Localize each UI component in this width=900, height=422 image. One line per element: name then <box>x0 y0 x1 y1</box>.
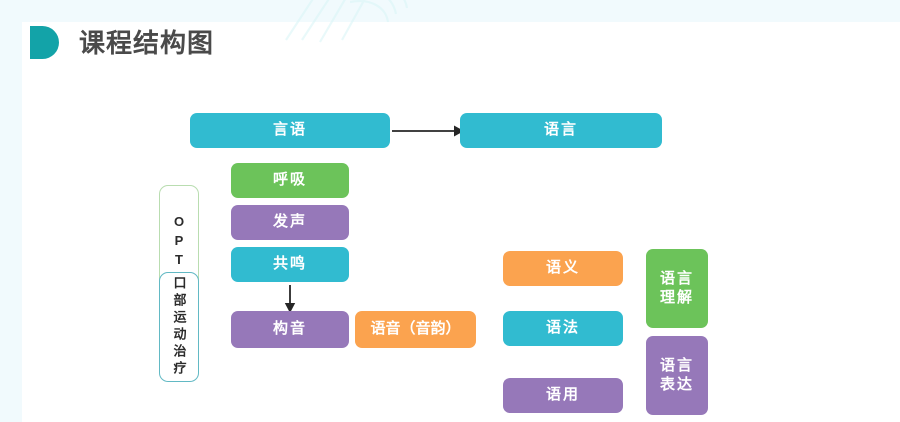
node-pragmatics[interactable]: 语用 <box>503 378 623 413</box>
logo-mark-icon <box>30 26 59 59</box>
opt-abbrev-label: OPT <box>171 214 187 271</box>
node-semantics[interactable]: 语义 <box>503 251 623 286</box>
node-language-expression[interactable]: 语言 表达 <box>646 336 708 415</box>
node-phonation[interactable]: 发声 <box>231 205 349 240</box>
node-articulation[interactable]: 构音 <box>231 311 349 348</box>
opt-full-box[interactable]: 口部运动治疗 <box>159 272 199 382</box>
node-speech-source[interactable]: 言语 <box>190 113 390 148</box>
arrow-down-icon <box>284 285 296 313</box>
opt-full-label: 口部运动治疗 <box>171 276 187 378</box>
left-accent-strip <box>0 0 22 422</box>
node-language-target[interactable]: 语言 <box>460 113 662 148</box>
top-accent-strip <box>0 0 900 22</box>
language-expression-line2: 表达 <box>659 375 694 393</box>
node-grammar[interactable]: 语法 <box>503 311 623 346</box>
language-expression-line1: 语言 <box>659 357 694 375</box>
node-resonance[interactable]: 共鸣 <box>231 247 349 282</box>
node-phonology[interactable]: 语音（音韵） <box>355 311 476 348</box>
arrow-right-icon <box>392 125 464 137</box>
node-language-comprehension[interactable]: 语言 理解 <box>646 249 708 328</box>
page-title: 课程结构图 <box>79 27 215 58</box>
language-comprehension-line2: 理解 <box>659 288 694 306</box>
language-comprehension-line1: 语言 <box>659 270 694 288</box>
page-header: 课程结构图 <box>30 26 214 59</box>
node-respiration[interactable]: 呼吸 <box>231 163 349 198</box>
